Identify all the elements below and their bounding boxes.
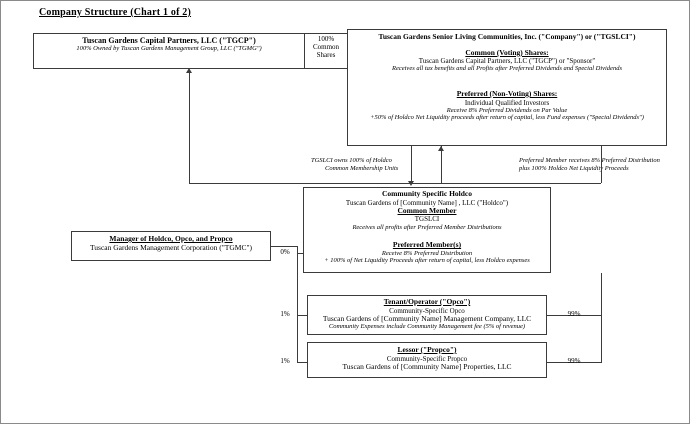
company-preferred-heading: Preferred (Non-Voting) Shares: [456,89,558,99]
box-manager: Manager of Holdco, Opco, and Propco Tusc… [71,231,271,261]
holdco-preferred-member-note-2: + 100% of Net Liquidity Proceeds after r… [324,257,530,265]
note-left-line-1: TGSLCI owns 100% of Holdco [311,157,392,164]
manager-name: Tuscan Gardens Management Corporation ("… [89,242,253,252]
note-left-ownership: TGSLCI owns 100% of Holdco Common Member… [311,157,398,172]
opco-note: Community Expenses include Community Man… [328,323,526,331]
pct-manager-opco: 1% [280,310,290,318]
holdco-preferred-member-note-1: Receive 8% Preferred Distribution [381,249,473,257]
pct-tgcp-shares: Shares [316,51,336,60]
connector-manager-opco [297,315,307,317]
tgcp-name: Tuscan Gardens Capital Partners, LLC ("T… [82,36,256,45]
box-tgcp: Tuscan Gardens Capital Partners, LLC ("T… [33,33,305,69]
connector-holdco-opco [547,315,601,317]
connector-to-tgcp-vertical [189,70,191,183]
company-common-note: Receives all tax benefits and all Profit… [392,65,622,73]
holdco-common-member: TGSLCI [414,215,440,224]
pct-holdco-propco: 99% [567,357,581,365]
manager-heading: Manager of Holdco, Opco, and Propco [109,234,233,243]
box-company: Tuscan Gardens Senior Living Communities… [347,29,667,146]
note-right-distribution: Preferred Member receives 8% Preferred D… [519,157,660,172]
arrow-up-holdco-company [438,146,444,151]
propco-heading: Lessor ("Propco") [397,345,457,354]
connector-company-to-holdco [411,146,413,182]
box-holdco: Community Specific Holdco Tuscan Gardens… [303,187,551,273]
company-name: Tuscan Gardens Senior Living Communities… [378,32,636,41]
opco-name: Tuscan Gardens of [Community Name] Manag… [322,313,532,323]
tgcp-common-shares-cell: 100% Common Shares [305,33,347,69]
connector-holdco-to-company [441,146,443,184]
opco-heading: Tenant/Operator ("Opco") [383,297,471,306]
company-common-holder: Tuscan Gardens Capital Partners, LLC ("T… [418,57,596,66]
connector-holdco-propco [547,362,601,364]
pct-tgcp-common: Common [312,43,340,52]
connector-manager-bus [297,246,299,362]
box-opco: Tenant/Operator ("Opco") Community-Speci… [307,295,547,335]
opco-sub: Community-Specific Opco [389,306,465,315]
connector-manager-holdco [297,253,303,255]
box-propco: Lessor ("Propco") Community-Specific Pro… [307,342,547,378]
pct-tgcp-100: 100% [317,35,335,43]
arrow-up-to-tgcp [186,68,192,73]
tgcp-sub: 100% Owned by Tuscan Gardens Management … [76,45,262,53]
holdco-common-member-heading: Common Member [397,205,457,215]
holdco-preferred-member-heading: Preferred Member(s) [392,240,462,250]
company-preferred-note-1: Receive 8% Preferred Dividends on Par Va… [446,106,568,114]
note-right-line-2: plus 100% Holdco Net Liquidity Proceeds [519,164,629,172]
propco-sub: Community-Specific Propco [386,354,468,363]
connector-manager-propco [297,362,307,364]
note-right-line-1: Preferred Member receives 8% Preferred D… [519,157,660,164]
connector-manager-stub [271,246,297,248]
note-left-line-2: Common Membership Units [325,164,399,172]
company-common-heading: Common (Voting) Shares: [465,47,549,57]
pct-holdco-opco: 99% [567,310,581,318]
holdco-common-member-note: Receives all profits after Preferred Mem… [352,223,502,231]
pct-manager-holdco: 0% [280,248,290,256]
connector-holdco-right-bus [601,273,603,363]
propco-name: Tuscan Gardens of [Community Name] Prope… [342,361,512,371]
holdco-heading: Community Specific Holdco [382,189,472,198]
page-title: Company Structure (Chart 1 of 2) [39,7,192,18]
holdco-name: Tuscan Gardens of [Community Name] , LLC… [345,198,509,207]
connector-company-right-vertical [601,146,603,183]
company-preferred-holder: Individual Qualified Investors [464,98,550,107]
pct-manager-propco: 1% [280,357,290,365]
company-preferred-note-2: +50% of Holdco Net Liquidity proceeds af… [370,114,644,122]
connector-holdco-base-horizontal [189,183,601,185]
